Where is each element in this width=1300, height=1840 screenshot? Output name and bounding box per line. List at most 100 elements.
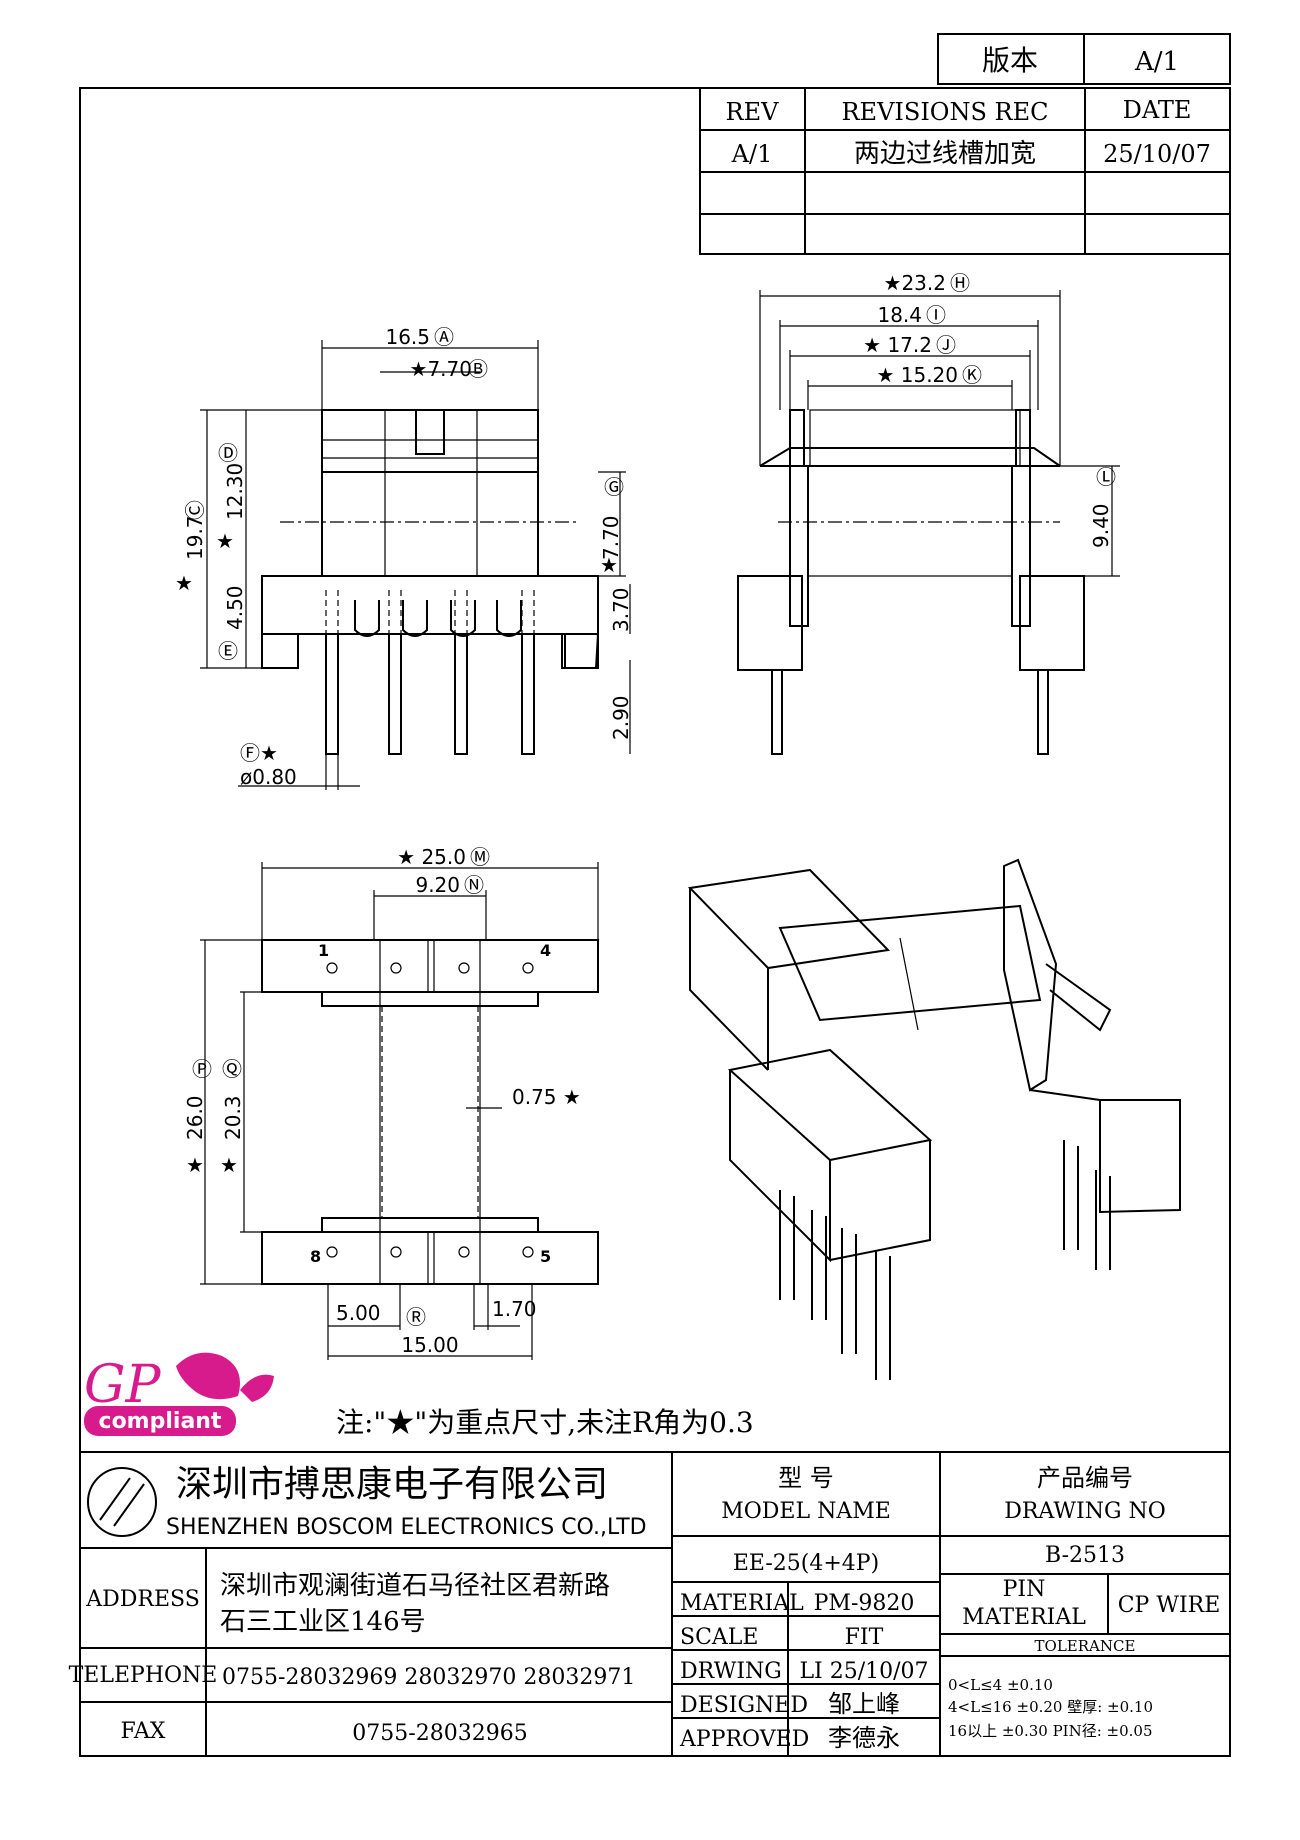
dim-c-star: ★ — [175, 571, 193, 595]
version-label: 版本 — [982, 44, 1038, 77]
dim-d: 12.30 — [223, 463, 247, 520]
date-cell: 25/10/07 — [1103, 140, 1211, 168]
rec-cell: 两边过线槽加宽 — [854, 139, 1036, 169]
front-view: 16.5 Ⓐ ★7.70 Ⓑ 19.7 Ⓒ ★ 12.30 Ⓓ ★ 4.50 Ⓔ… — [175, 325, 633, 790]
title-block: 深圳市搏思康电子有限公司 SHENZHEN BOSCOM ELECTRONICS… — [69, 1451, 1230, 1756]
pin-8: 8 — [310, 1247, 321, 1266]
dim-gap: 1.70 — [492, 1297, 537, 1321]
dim-l: 9.40 — [1089, 503, 1113, 548]
dim-j-letter: Ⓙ — [936, 333, 956, 357]
dim-l-letter: Ⓛ — [1096, 465, 1116, 489]
tolerance-row2: 4<L≤16 ±0.20 壁厚: ±0.10 — [948, 1698, 1153, 1716]
dim-pin-h: 3.70 — [609, 587, 633, 632]
dim-k-letter: Ⓚ — [962, 363, 982, 387]
address-line2: 石三工业区146号 — [220, 1607, 426, 1637]
spec-value-scale: FIT — [845, 1625, 884, 1650]
dim-h: ★23.2 — [884, 271, 946, 295]
dim-q: 20.3 — [221, 1095, 245, 1140]
gp-compliant-logo: GP compliant — [84, 1352, 274, 1436]
dim-f: ø0.80 — [240, 765, 297, 789]
pin-label-1: PIN — [1003, 1577, 1046, 1602]
drawing-no-label-cn: 产品编号 — [1037, 1464, 1133, 1492]
telephone-value: 0755-28032969 28032970 28032971 — [222, 1665, 635, 1690]
dim-n: 9.20 — [415, 873, 460, 897]
pin-label-2: MATERIAL — [962, 1605, 1086, 1630]
dim-s: 15.00 — [401, 1333, 458, 1357]
pin-4: 4 — [540, 941, 551, 960]
tolerance-row1: 0<L≤4 ±0.10 — [948, 1676, 1053, 1694]
dim-c: 19.7 — [183, 515, 207, 560]
dim-j: ★ 17.2 — [863, 333, 932, 357]
spec-value-approved: 李德永 — [828, 1724, 900, 1752]
dim-i: 18.4 — [877, 303, 922, 327]
dim-wall: 0.75 ★ — [512, 1085, 581, 1109]
dim-d-star: ★ — [216, 529, 234, 553]
address-line1: 深圳市观澜街道石马径社区君新路 — [220, 1571, 610, 1601]
dim-k: ★ 15.20 — [876, 363, 958, 387]
spec-label-designed: DESIGNED — [680, 1693, 808, 1718]
spec-label-drwing: DRWING — [680, 1659, 782, 1684]
pin-material-value: CP WIRE — [1118, 1593, 1221, 1618]
dim-b: ★7.70 — [410, 357, 472, 381]
spec-label-scale: SCALE — [680, 1625, 758, 1650]
model-value: EE-25(4+4P) — [733, 1551, 879, 1576]
dim-q-letter: Ⓠ — [222, 1057, 242, 1081]
pin-5: 5 — [540, 1247, 551, 1266]
rev-header: REV — [726, 98, 780, 126]
model-label-cn: 型 号 — [778, 1464, 834, 1492]
dim-g: 7.70 — [599, 515, 623, 560]
bottom-view: 1 4 8 5 ★ 25.0 Ⓜ 9.20 Ⓝ 26.0 Ⓟ ★ 20.3 Ⓠ … — [183, 845, 599, 1360]
drawing-no-label-en: DRAWING NO — [1004, 1499, 1166, 1524]
dim-p-letter: Ⓟ — [192, 1057, 212, 1081]
company-name-cn: 深圳市搏思康电子有限公司 — [176, 1464, 608, 1505]
tolerance-title: TOLERANCE — [1035, 1637, 1136, 1655]
telephone-label: TELEPHONE — [69, 1663, 218, 1688]
dim-a: 16.5 — [385, 325, 430, 349]
compliant-text: compliant — [99, 1409, 222, 1434]
fax-label: FAX — [121, 1719, 166, 1744]
dim-f-label: Ⓕ★ — [240, 741, 278, 765]
dim-pin-len: 2.90 — [609, 695, 633, 740]
dim-p-star: ★ — [186, 1153, 204, 1177]
company-logo — [87, 1467, 157, 1537]
gp-text: GP — [84, 1355, 162, 1415]
version-box: 版本 A/1 — [937, 33, 1231, 85]
leaf-small-icon — [240, 1374, 274, 1402]
address-label: ADDRESS — [85, 1587, 200, 1612]
tolerance-row3: 16以上 ±0.30 PIN径: ±0.05 — [948, 1722, 1153, 1740]
dim-d-letter: Ⓓ — [218, 441, 238, 465]
dim-m-letter: Ⓜ — [470, 845, 490, 869]
dim-c-letter: Ⓒ — [183, 500, 207, 520]
spec-label-material: MATERIAL — [680, 1591, 804, 1616]
dim-g-star: ★ — [600, 553, 618, 577]
outer-frame — [79, 87, 1231, 1757]
dim-b-letter: Ⓑ — [468, 357, 488, 381]
dim-h-letter: Ⓗ — [950, 271, 970, 295]
model-label-en: MODEL NAME — [721, 1499, 891, 1524]
pin-1: 1 — [318, 941, 329, 960]
drawing-note: 注:"★"为重点尺寸,未注R角为0.3 — [336, 1406, 754, 1439]
dim-g-letter: Ⓖ — [604, 475, 624, 499]
dim-p: 26.0 — [183, 1095, 207, 1140]
version-value: A/1 — [1134, 47, 1179, 77]
isometric-view — [687, 858, 1181, 1380]
dim-q-star: ★ — [220, 1153, 238, 1177]
dim-r-letter: Ⓡ — [406, 1305, 426, 1329]
spec-value-designed: 邹上峰 — [828, 1690, 900, 1718]
spec-label-approved: APPROVED — [679, 1727, 809, 1752]
spec-value-material: PM-9820 — [814, 1591, 915, 1616]
spec-value-drwing: LI 25/10/07 — [799, 1659, 928, 1684]
rev-cell: A/1 — [731, 140, 773, 168]
drawing-no-value: B-2513 — [1045, 1543, 1125, 1568]
company-name-en: SHENZHEN BOSCOM ELECTRONICS CO.,LTD — [166, 1515, 647, 1540]
date-header: DATE — [1123, 96, 1192, 124]
fax-value: 0755-28032965 — [352, 1721, 527, 1746]
dim-r: 5.00 — [336, 1301, 381, 1325]
rec-header: REVISIONS REC — [841, 98, 1048, 126]
leaf-icon — [176, 1352, 240, 1400]
dim-e-letter: Ⓔ — [218, 639, 238, 663]
dim-i-letter: Ⓘ — [926, 303, 946, 327]
dim-e: 4.50 — [223, 585, 247, 630]
side-view: ★23.2 Ⓗ 18.4 Ⓘ ★ 17.2 Ⓙ ★ 15.20 Ⓚ 9.40 Ⓛ — [737, 271, 1120, 755]
